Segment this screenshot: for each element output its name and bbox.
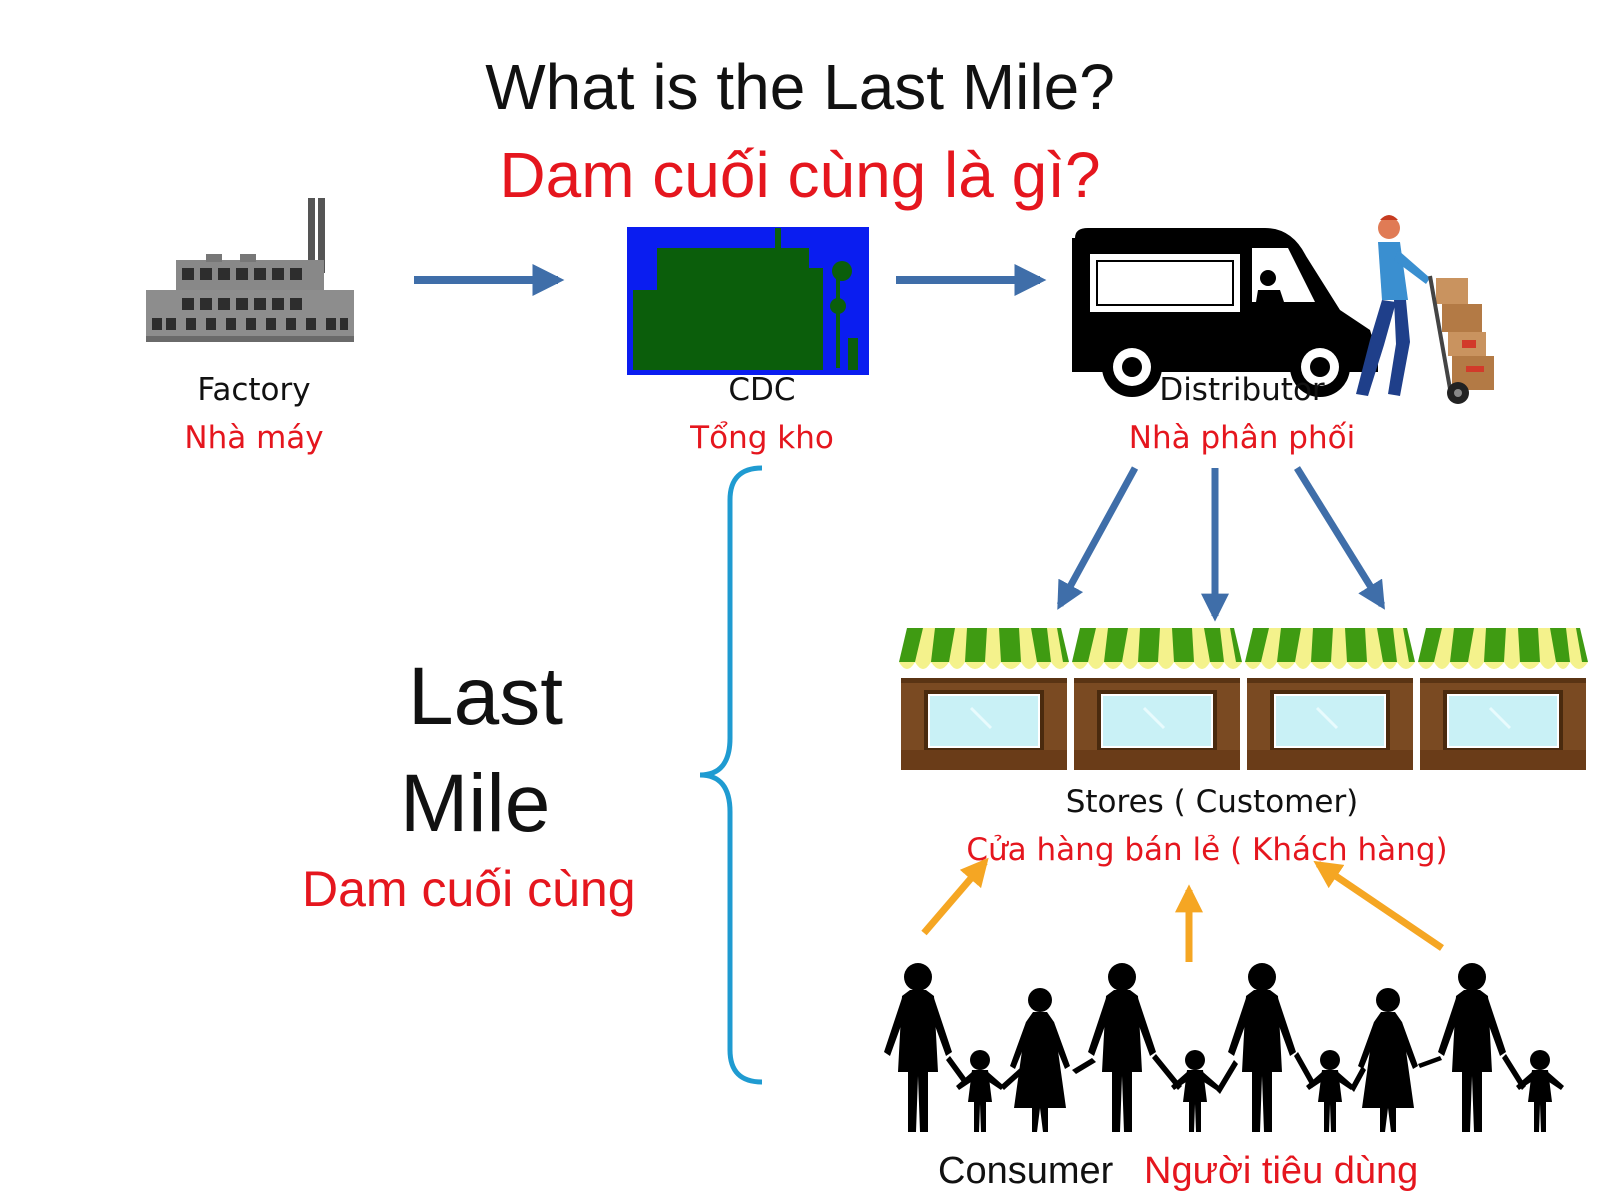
distributor-label: Distributor (1159, 372, 1325, 408)
title-vietnamese: Dam cuối cùng là gì? (499, 139, 1101, 211)
title-english: What is the Last Mile? (485, 51, 1115, 123)
consumer-label: Consumer (938, 1150, 1114, 1192)
family-silhouette-icon (884, 963, 1564, 1132)
stores-label: Stores ( Customer) (1065, 784, 1359, 820)
factory-icon (146, 198, 354, 342)
last-mile-brace (699, 465, 763, 1085)
arrow-distributor-to-stores-right (1294, 466, 1385, 610)
last-mile-heading-vi: Dam cuối cùng (302, 861, 636, 917)
storefront-icon (897, 626, 1590, 772)
arrow-consumer-to-stores-left (921, 857, 989, 936)
distributor-label-vi: Nhà phân phối (1128, 420, 1356, 456)
factory-label: Factory (197, 372, 311, 408)
delivery-truck-icon (1072, 228, 1378, 397)
warehouse-icon (627, 227, 869, 375)
factory-label-vi: Nhà máy (184, 420, 324, 456)
last-mile-heading-line2: Mile (400, 758, 551, 849)
cdc-label: CDC (728, 372, 796, 408)
cdc-label-vi: Tổng kho (690, 420, 834, 456)
arrow-distributor-to-stores-left (1056, 466, 1139, 610)
arrow-consumer-to-stores-right (1313, 860, 1444, 951)
delivery-worker-icon (1356, 215, 1494, 404)
last-mile-heading-line1: Last (408, 651, 563, 742)
consumer-label-vi: Người tiêu dùng (1144, 1150, 1419, 1192)
stores-label-vi: Cửa hàng bán lẻ ( Khách hàng) (966, 832, 1448, 868)
